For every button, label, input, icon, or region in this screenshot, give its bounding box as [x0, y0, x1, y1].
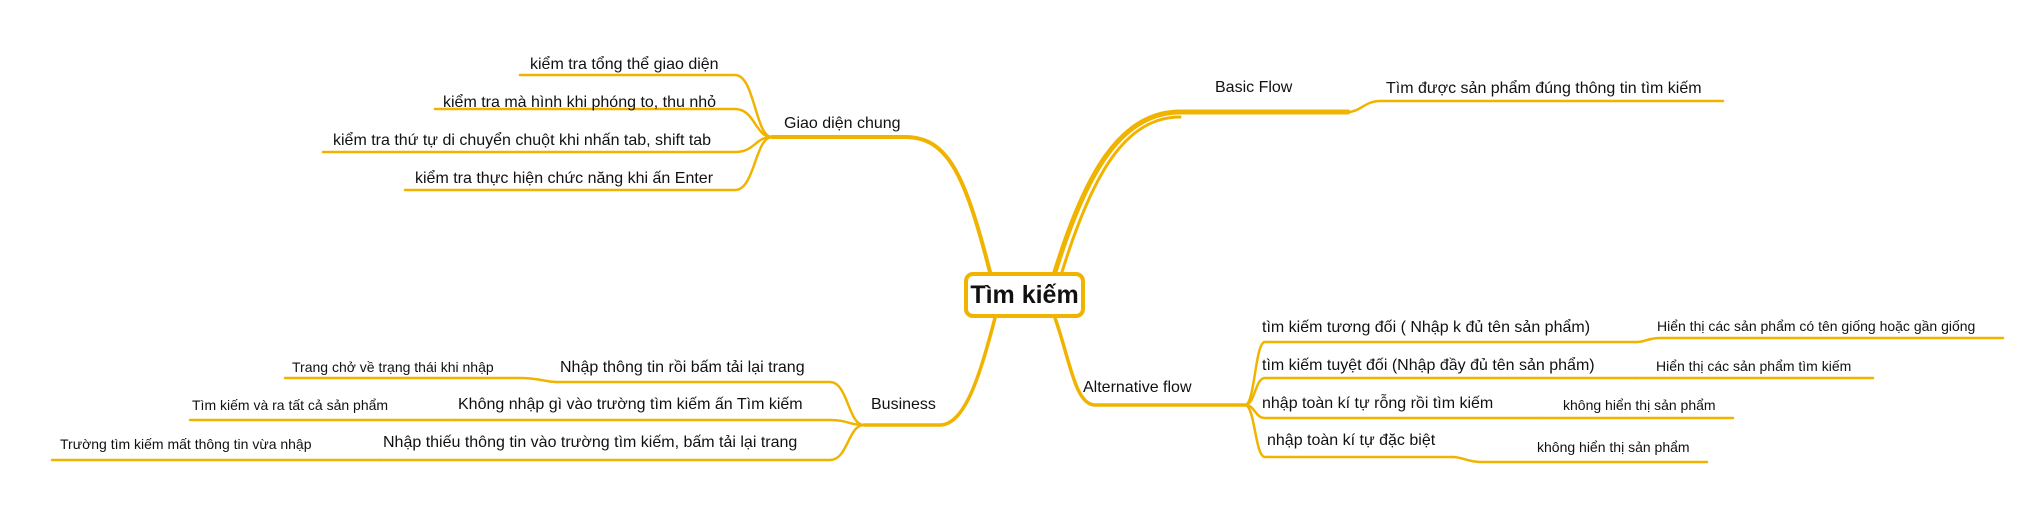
branch-basic-flow[interactable]: Basic Flow — [1215, 79, 1293, 96]
alternative-item[interactable]: tìm kiếm tuyệt đối (Nhập đầy đủ tên sản … — [1262, 357, 1595, 374]
alternative-result[interactable]: Hiển thị các sản phẩm tìm kiếm — [1656, 358, 1852, 374]
root-node[interactable]: Tìm kiếm — [964, 272, 1085, 318]
alternative-item[interactable]: nhập toàn kí tự rỗng rồi tìm kiếm — [1262, 395, 1494, 412]
connector-business-item — [453, 418, 866, 427]
branch-line-basic-flow — [1060, 115, 1182, 274]
business-item[interactable]: Nhập thiếu thông tin vào trường tìm kiếm… — [383, 434, 798, 451]
giao-dien-item[interactable]: kiểm tra mà hình khi phóng to, thu nhỏ — [443, 94, 717, 111]
basic-flow-item[interactable]: Tìm được sản phẩm đúng thông tin tìm kiế… — [1386, 80, 1702, 97]
giao-dien-item[interactable]: kiểm tra thứ tự di chuyển chuột khi nhấn… — [333, 132, 712, 149]
branch-alternative-flow[interactable]: Alternative flow — [1083, 379, 1192, 396]
business-result[interactable]: Trường tìm kiếm mất thông tin vừa nhập — [60, 436, 312, 452]
branch-line-alternative — [1053, 316, 1247, 407]
alternative-item[interactable]: tìm kiếm tương đối ( Nhập k đủ tên sản p… — [1262, 319, 1591, 336]
alternative-result[interactable]: không hiển thị sản phẩm — [1563, 397, 1716, 413]
connector-alternative-item — [1243, 376, 1639, 407]
connector-giao-dien-item — [433, 107, 774, 139]
connector-alternative-result — [1451, 455, 1709, 464]
business-result[interactable]: Tìm kiếm và ra tất cả sản phẩm — [192, 397, 389, 413]
alternative-item[interactable]: nhập toàn kí tự đặc biệt — [1267, 432, 1436, 449]
connector-giao-dien-item — [518, 73, 774, 139]
branch-line-basic-flow — [1052, 109, 1351, 275]
connector-business-result — [283, 376, 559, 384]
giao-dien-item[interactable]: kiểm tra tổng thể giao diện — [530, 56, 719, 73]
connector-alternative-item — [1243, 403, 1455, 459]
branch-line-business — [862, 316, 997, 427]
business-item[interactable]: Không nhập gì vào trường tìm kiếm ấn Tìm… — [458, 396, 803, 413]
connector-basic-item — [1346, 99, 1725, 114]
business-result[interactable]: Trang chở về trạng thái khi nhập — [292, 359, 494, 375]
giao-dien-item[interactable]: kiểm tra thực hiện chức năng khi ấn Ente… — [415, 170, 714, 187]
root-node-label: Tìm kiếm — [970, 280, 1079, 309]
alternative-result[interactable]: Hiển thị các sản phẩm có tên giống hoặc … — [1657, 318, 1976, 334]
alternative-result[interactable]: không hiển thị sản phẩm — [1537, 439, 1690, 455]
branch-giao-dien-chung[interactable]: Giao diện chung — [784, 115, 901, 132]
connector-business-item — [378, 423, 866, 462]
connector-alternative-result — [1635, 336, 2005, 344]
connector-giao-dien-item — [403, 135, 774, 192]
business-item[interactable]: Nhập thông tin rồi bấm tải lại trang — [560, 359, 805, 376]
branch-line-giao-dien — [770, 135, 992, 274]
branch-business[interactable]: Business — [871, 396, 936, 413]
